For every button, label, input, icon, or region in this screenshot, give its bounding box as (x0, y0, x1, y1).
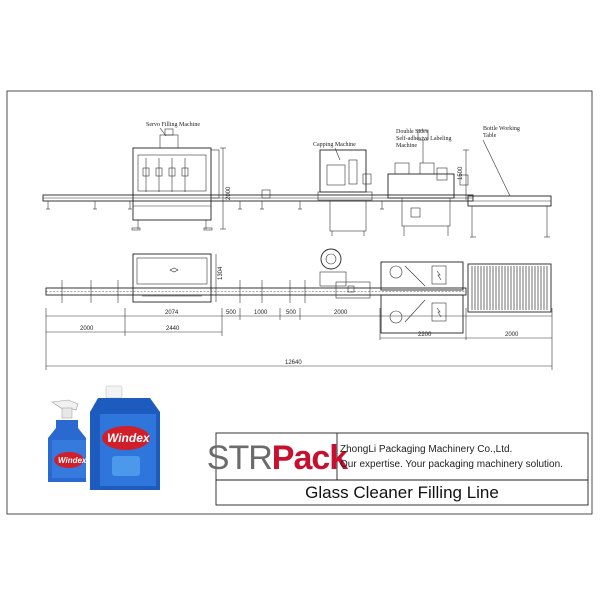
dim-2200: 2200 (418, 332, 432, 338)
dim-total: 12640 (285, 360, 302, 366)
logo-text-str: STR (206, 438, 273, 477)
drawing-frame (6, 90, 593, 515)
dim-2074: 2074 (165, 310, 179, 316)
dim-2440: 2440 (166, 326, 180, 332)
dimension-lines (45, 308, 553, 370)
label-capping-machine: Capping Machine (313, 142, 356, 148)
dim-height-plan: 1304 (218, 266, 224, 280)
dim-500-b: 500 (286, 310, 297, 316)
elevation-view: Servo Filling Machine 2000 Capping Machi… (42, 122, 552, 238)
product-jug: Windex (90, 385, 160, 490)
plan-view: 1304 (45, 248, 553, 370)
title-block (215, 432, 589, 506)
bottle-working-table-elevation (467, 195, 552, 238)
product-spray-bottle: Windex (48, 399, 87, 482)
label-bottle-table-line1: Bottle Working (483, 126, 520, 132)
label-labeling-line2: Self-adhesive Labeling (396, 135, 451, 142)
dim-height-labeling: 1500 (458, 166, 464, 180)
labeling-machine-plan (380, 261, 464, 334)
capping-machine-plan (319, 248, 371, 299)
company-name: ZhongLi Packaging Machinery Co.,Ltd. (340, 444, 513, 455)
dim-500-a: 500 (226, 310, 237, 316)
label-bottle-table-line2: Table (483, 133, 497, 139)
labeling-machine-elevation (387, 129, 469, 236)
plan-conveyor-supports (61, 280, 306, 303)
bottle-working-table-plan (467, 263, 552, 313)
servo-filling-machine-plan (132, 253, 212, 303)
spray-brand-text: Windex (58, 456, 87, 465)
dim-2000-b: 2000 (334, 310, 348, 316)
capping-machine-elevation (317, 149, 373, 236)
company-slogan: Our expertise. Your packaging machinery … (340, 459, 563, 470)
conveyor-motor (261, 189, 271, 199)
conveyor-legs (46, 201, 384, 210)
jug-brand-text: Windex (107, 431, 151, 445)
dim-2000-c: 2000 (505, 332, 519, 338)
drawing-title: Glass Cleaner Filling Line (305, 483, 499, 502)
label-labeling-line1: Double Sides (396, 129, 429, 135)
dim-1000: 1000 (254, 310, 268, 316)
label-servo-filling-machine: Servo Filling Machine (146, 122, 200, 128)
dim-2000-a: 2000 (80, 326, 94, 332)
label-labeling-line3: Machine (396, 143, 417, 149)
dim-height-filling: 2000 (226, 186, 232, 200)
logo-text-pack: Pack (271, 438, 348, 477)
servo-filling-machine-elevation (131, 128, 220, 231)
